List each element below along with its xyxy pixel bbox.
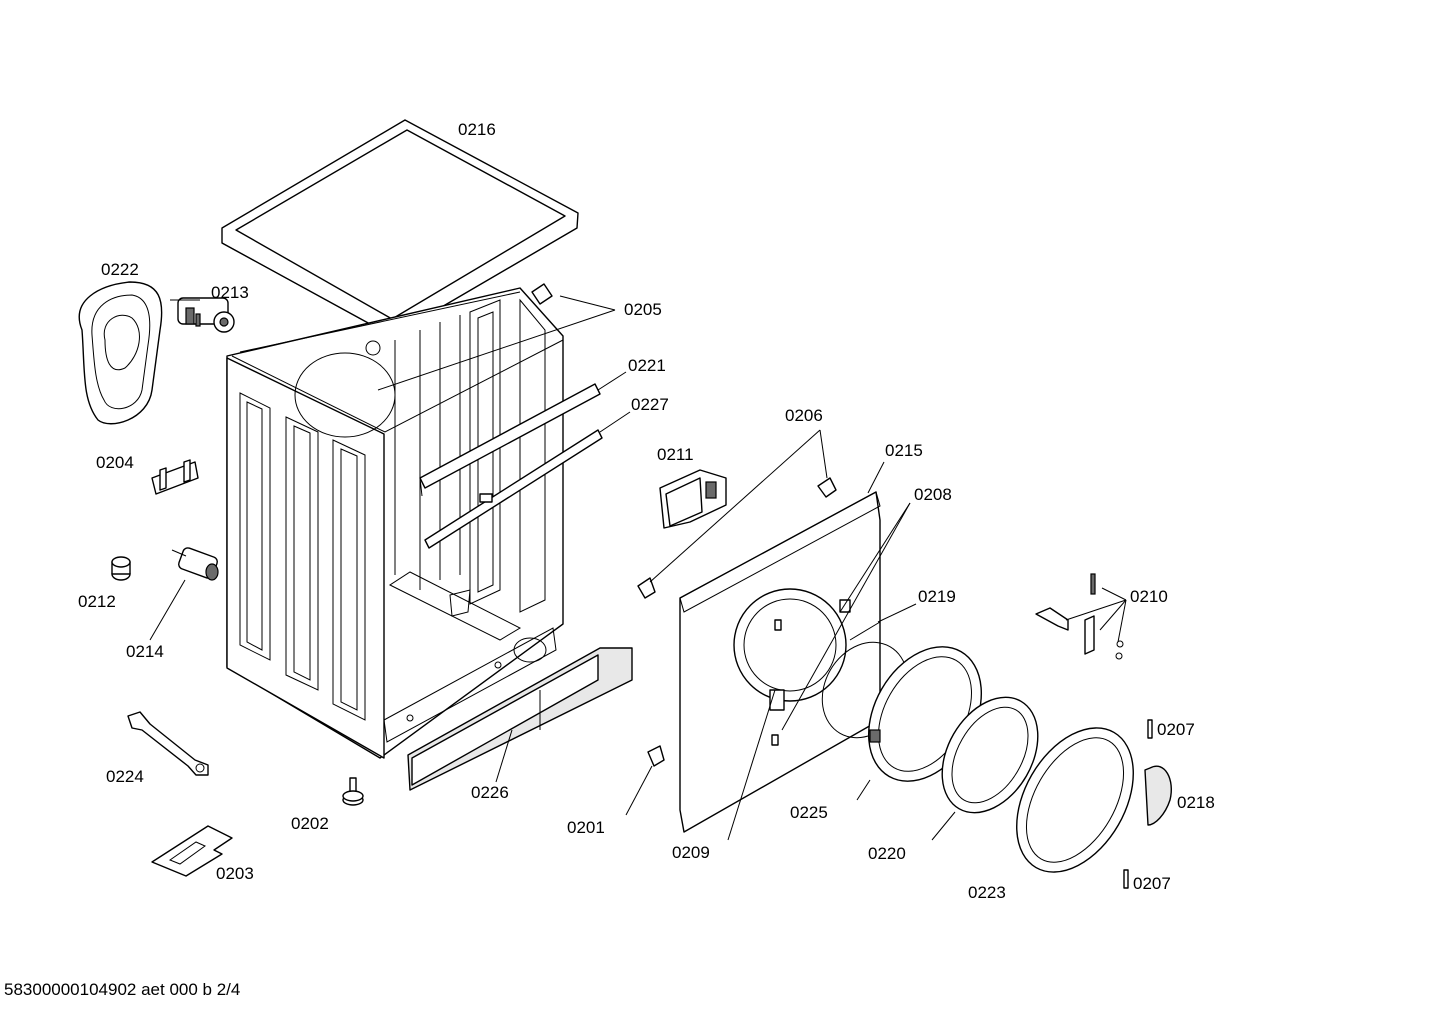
label-0216: 0216 xyxy=(458,120,496,139)
label-0227: 0227 xyxy=(631,395,669,414)
damper-part[interactable] xyxy=(171,547,219,581)
label-0208: 0208 xyxy=(914,485,952,504)
pump-filter-part[interactable] xyxy=(170,297,235,333)
label-0224: 0224 xyxy=(106,767,144,786)
rear-cover-part[interactable] xyxy=(78,281,163,425)
door-handle-part[interactable] xyxy=(1144,765,1172,826)
label-0209: 0209 xyxy=(672,843,710,862)
label-0207-upper: 0207 xyxy=(1157,720,1195,739)
pin-lower-part[interactable] xyxy=(1123,869,1129,889)
label-0226: 0226 xyxy=(471,783,509,802)
label-0222: 0222 xyxy=(101,260,139,279)
plinth-panel-part[interactable] xyxy=(407,647,633,791)
label-0212: 0212 xyxy=(78,592,116,611)
pin-upper-part[interactable] xyxy=(1147,719,1153,739)
label-0220: 0220 xyxy=(868,844,906,863)
label-0207-lower: 0207 xyxy=(1133,874,1171,893)
label-0206: 0206 xyxy=(785,406,823,425)
door-lock-part[interactable] xyxy=(659,469,727,529)
label-0210: 0210 xyxy=(1130,587,1168,606)
transport-bracket-part[interactable] xyxy=(151,825,233,877)
front-panel-part[interactable] xyxy=(679,491,881,833)
label-0213: 0213 xyxy=(211,283,249,302)
label-0202: 0202 xyxy=(291,814,329,833)
label-0221: 0221 xyxy=(628,356,666,375)
cabinet-body-part[interactable] xyxy=(226,287,564,759)
label-0205: 0205 xyxy=(624,300,662,319)
label-0203: 0203 xyxy=(216,864,254,883)
label-0201: 0201 xyxy=(567,818,605,837)
label-0204: 0204 xyxy=(96,453,134,472)
leader-lines xyxy=(149,295,1127,841)
wrench-tool-part[interactable] xyxy=(127,711,209,776)
document-id: 58300000104902 aet 000 b 2/4 xyxy=(4,980,241,999)
hinge-clip-lower-part[interactable] xyxy=(637,577,656,599)
label-0211: 0211 xyxy=(657,445,694,464)
hinge-clip-upper-part[interactable] xyxy=(817,477,837,498)
door-glass-part[interactable] xyxy=(923,680,1058,829)
part-labels: 0216 0222 0213 0205 0221 0227 0206 0211 … xyxy=(78,120,1215,902)
label-0218: 0218 xyxy=(1177,793,1215,812)
label-0214: 0214 xyxy=(126,642,164,661)
door-outer-ring-part[interactable] xyxy=(993,707,1158,892)
label-0215: 0215 xyxy=(885,441,923,460)
label-0225: 0225 xyxy=(790,803,828,822)
rail-upper-part[interactable] xyxy=(419,383,601,497)
rail-lower-part[interactable] xyxy=(424,429,603,549)
label-0219: 0219 xyxy=(918,587,956,606)
clip-part[interactable] xyxy=(151,459,199,495)
door-hook-part[interactable] xyxy=(1035,573,1124,660)
bush-part[interactable] xyxy=(111,556,131,581)
grommet-part[interactable] xyxy=(647,745,665,767)
foot-part[interactable] xyxy=(342,777,364,806)
label-0223: 0223 xyxy=(968,883,1006,902)
top-clip-part[interactable] xyxy=(531,283,553,305)
